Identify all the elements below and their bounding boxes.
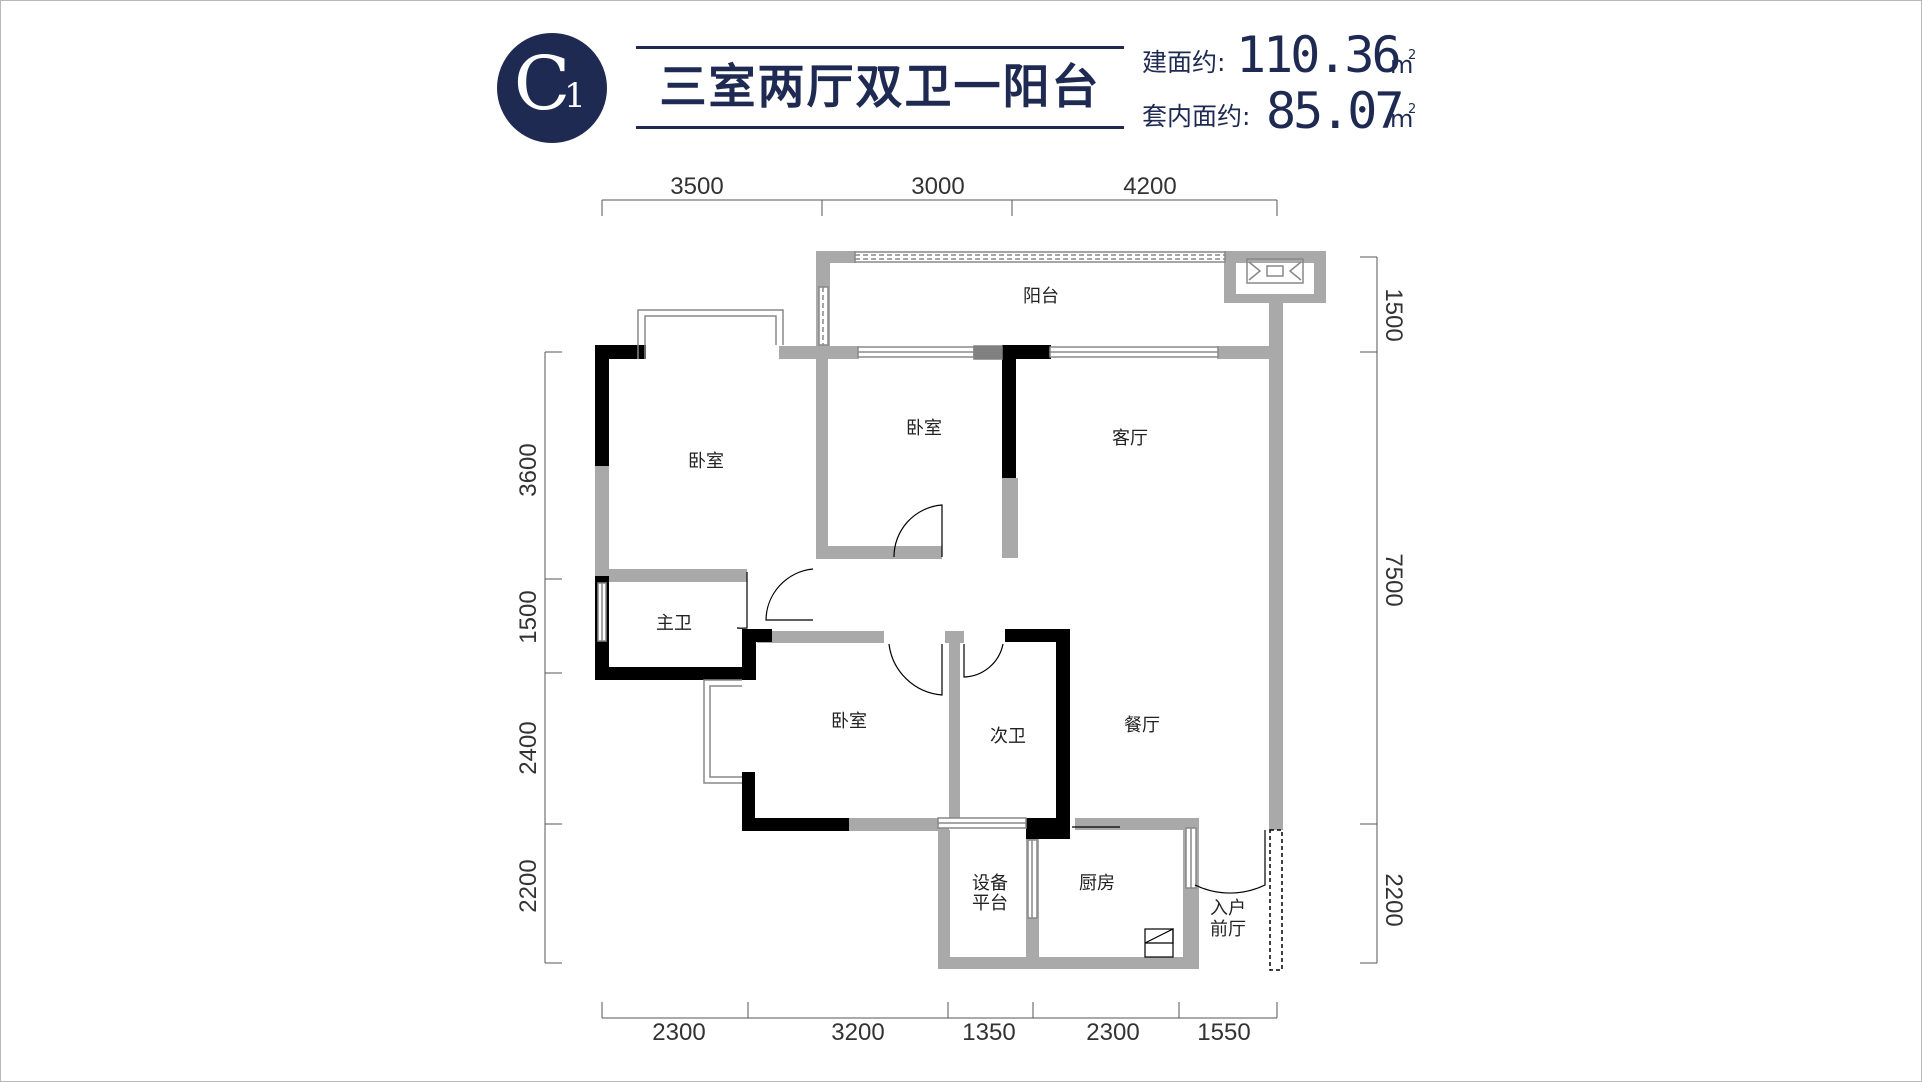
interior-area-unit: m <box>1390 105 1414 133</box>
bedroom2-door <box>893 504 943 558</box>
balcony-railing <box>854 251 1226 263</box>
interior-area-label: 套内面约: <box>1142 102 1251 131</box>
room-label-dining-room: 餐厅 <box>1124 715 1160 736</box>
equipment-platform-west-wall <box>938 830 950 969</box>
dimension-labels: 3500 3000 4200 2300 3200 1350 2300 1550 … <box>515 173 1407 1046</box>
living-room-nw-corner <box>1002 345 1051 359</box>
dim-left-4: 2200 <box>515 859 542 912</box>
bedroom3-bay-window <box>703 679 742 784</box>
balcony-top-left-stub <box>816 251 856 263</box>
dim-top-2: 3000 <box>911 173 964 200</box>
kitchen-flue <box>1144 928 1174 958</box>
dim-left-1: 3600 <box>515 443 542 496</box>
south-wall <box>938 957 1199 969</box>
second-bath-top-wall <box>1005 629 1069 642</box>
room-label-second-bath: 次卫 <box>990 726 1026 747</box>
unit-type-badge <box>497 33 607 143</box>
east-exterior-wall <box>1269 303 1283 830</box>
room-label-master-bedroom: 卧室 <box>688 451 724 472</box>
room-label-kitchen: 厨房 <box>1079 873 1115 894</box>
room-label-living-room: 客厅 <box>1112 428 1148 449</box>
hallway-wall-segment-a <box>757 631 884 643</box>
title-rule-top <box>636 46 1124 49</box>
ac-unit-left-wall <box>1224 251 1236 303</box>
dim-left-3: 2400 <box>515 721 542 774</box>
building-area-unit: m <box>1390 51 1414 79</box>
room-label-equipment-line1: 设备 <box>972 873 1008 894</box>
interior-area-unit-superscript: 2 <box>1408 102 1417 117</box>
room-label-entry-line2: 前厅 <box>1210 919 1246 940</box>
dim-bottom-4: 2300 <box>1086 1019 1139 1046</box>
dim-bottom-2: 3200 <box>831 1019 884 1046</box>
master-bay-window <box>637 309 784 359</box>
badge-number: 1 <box>564 76 586 116</box>
room-labels: 阳台 卧室 卧室 客厅 主卫 卧室 次卫 餐厅 设备 平台 厨房 入户 前厅 <box>656 286 1246 940</box>
ac-unit <box>1246 258 1304 284</box>
second-bath-door-stub <box>958 631 964 643</box>
ac-unit-bottom-wall <box>1224 294 1326 303</box>
entry-door <box>1194 830 1266 894</box>
dimension-lines <box>544 199 1378 1019</box>
dim-top-1: 3500 <box>670 173 723 200</box>
bedroom2-bottom-wall <box>816 546 942 559</box>
entry-side-opening <box>1269 829 1283 971</box>
second-bath-east-wall <box>1056 629 1070 839</box>
building-area-value: 110.36 <box>1236 26 1402 84</box>
master-bedroom-west-wall-lower <box>595 466 609 576</box>
hall-door <box>765 568 814 621</box>
second-bath-door <box>963 643 1004 678</box>
dim-right-1: 1500 <box>1380 288 1407 341</box>
building-area-unit-superscript: 2 <box>1408 48 1417 63</box>
kitchen-top-wall <box>1075 818 1199 830</box>
room-label-balcony: 阳台 <box>1023 286 1059 307</box>
master-bath-top-wall <box>609 569 747 582</box>
windows <box>597 251 1304 971</box>
dim-top-3: 4200 <box>1123 173 1176 200</box>
layout-title: 三室两厅双卫一阳台 <box>659 60 1101 115</box>
dim-bottom-1: 2300 <box>652 1019 705 1046</box>
kitchen-nw-column <box>1026 818 1069 839</box>
building-area-label: 建面约: <box>1142 48 1226 77</box>
dim-bottom-5: 1550 <box>1197 1019 1250 1046</box>
room-label-entry-line1: 入户 <box>1210 898 1246 919</box>
second-bath-west-wall <box>949 631 960 819</box>
living-room-west-wall-upper <box>1002 345 1016 478</box>
dim-bottom-3: 1350 <box>962 1019 1015 1046</box>
wall-column <box>973 345 1003 360</box>
bedroom3-sw-wall <box>742 772 755 830</box>
title-rule-bottom <box>636 126 1124 129</box>
dim-left-2: 1500 <box>515 590 542 643</box>
room-label-third-bedroom: 卧室 <box>831 711 867 732</box>
living-room-west-wall-lower <box>1002 478 1018 558</box>
bedroom3-bottom-wall-gray <box>848 818 949 831</box>
master-bath-door <box>736 572 748 629</box>
badge-letter: C <box>513 41 571 127</box>
bedroom3-nw-corner <box>742 629 772 642</box>
ac-unit-top-wall <box>1224 251 1326 263</box>
master-bath-door-stub <box>734 569 747 581</box>
bedroom3-bottom-wall-black <box>742 818 849 831</box>
bedroom-partition-wall <box>816 346 828 558</box>
room-label-second-bedroom: 卧室 <box>906 418 942 439</box>
room-label-master-bath: 主卫 <box>656 613 692 634</box>
flue-shaft-icon <box>1144 928 1174 944</box>
bedroom3-door <box>888 643 943 696</box>
dim-right-3: 2200 <box>1380 873 1407 926</box>
master-bath-bottom-wall <box>595 667 755 680</box>
master-bedroom-west-wall-upper <box>595 345 609 466</box>
dim-right-2: 7500 <box>1380 553 1407 606</box>
ac-vent-icon <box>1266 265 1284 277</box>
ac-unit-right-wall <box>1314 251 1326 303</box>
structural-walls <box>595 345 1070 839</box>
interior-area-value: 85.07 <box>1266 82 1405 140</box>
gray-walls <box>595 251 1326 969</box>
room-label-equipment-line2: 平台 <box>972 893 1008 914</box>
doors <box>736 504 1266 958</box>
north-wall-segment-b <box>1217 346 1283 359</box>
